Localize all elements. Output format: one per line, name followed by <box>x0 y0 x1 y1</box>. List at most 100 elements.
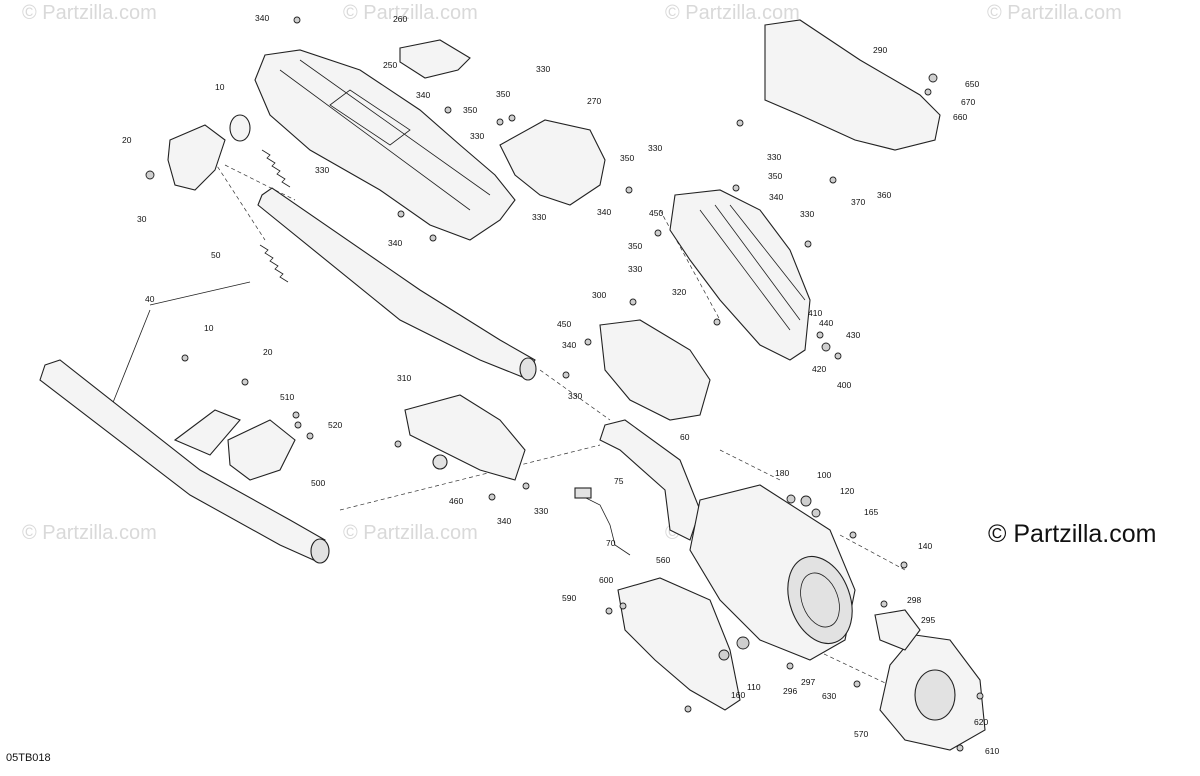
callout-label: 20 <box>122 135 132 145</box>
watermark-top-1: © Partzilla.com <box>22 2 157 24</box>
callout-label: 295 <box>921 615 935 625</box>
callout-label: 180 <box>775 468 789 478</box>
callout-label: 260 <box>393 14 407 24</box>
gasket-10 <box>229 114 251 142</box>
callout-label: 110 <box>747 682 761 692</box>
diagram-code: 05TB018 <box>6 752 51 764</box>
callout-label: 450 <box>649 208 663 218</box>
callout-label: 610 <box>985 746 999 756</box>
callout-label: 50 <box>211 250 221 260</box>
callout-label: 340 <box>255 13 269 23</box>
callout-label: 410 <box>808 308 822 318</box>
cover-560 <box>617 577 741 711</box>
partzilla-watermark: © Partzilla.com <box>988 520 1157 548</box>
callout-label: 290 <box>873 45 887 55</box>
callout-label: 330 <box>648 143 662 153</box>
callout-label: 450 <box>557 319 571 329</box>
watermark-top-2: © Partzilla.com <box>343 2 478 24</box>
callout-label: 296 <box>783 686 797 696</box>
callout-label: 330 <box>315 165 329 175</box>
callout-label: 350 <box>768 171 782 181</box>
callout-label: 570 <box>854 729 868 739</box>
callout-label: 360 <box>877 190 891 200</box>
callout-label: 40 <box>145 294 155 304</box>
callout-label: 520 <box>328 420 342 430</box>
callout-label: 350 <box>463 105 477 115</box>
callout-label: 560 <box>656 555 670 565</box>
callout-label: 165 <box>864 507 878 517</box>
watermark-mid-2: © Partzilla.com <box>343 522 478 544</box>
exhaust-elbow-30 <box>167 124 226 191</box>
callout-label: 370 <box>851 197 865 207</box>
callout-label: 350 <box>496 89 510 99</box>
callout-label: 330 <box>532 212 546 222</box>
callout-label: 500 <box>311 478 325 488</box>
callout-label: 330 <box>800 209 814 219</box>
callout-label: 330 <box>767 152 781 162</box>
heat-shield-250 <box>254 49 516 241</box>
callout-label: 330 <box>536 64 550 74</box>
shield-290 <box>764 19 941 151</box>
callout-label: 320 <box>672 287 686 297</box>
callout-label: 600 <box>599 575 613 585</box>
callout-label: 270 <box>587 96 601 106</box>
callout-label: 70 <box>606 538 616 548</box>
callout-label: 350 <box>620 153 634 163</box>
callout-label: 330 <box>628 264 642 274</box>
callout-label: 430 <box>846 330 860 340</box>
grommet-460 <box>432 454 448 470</box>
callout-label: 10 <box>204 323 214 333</box>
callout-label: 300 <box>592 290 606 300</box>
callout-label: 310 <box>397 373 411 383</box>
callout-label: 60 <box>680 432 690 442</box>
callout-label: 590 <box>562 593 576 603</box>
callout-label: 298 <box>907 595 921 605</box>
callout-label: 620 <box>974 717 988 727</box>
callout-label: 75 <box>614 476 624 486</box>
bracket-295 <box>874 609 921 651</box>
callout-label: 440 <box>819 318 833 328</box>
callout-label: 510 <box>280 392 294 402</box>
fasteners <box>181 16 984 752</box>
callout-label: 340 <box>416 90 430 100</box>
callout-label: 340 <box>388 238 402 248</box>
callout-label: 420 <box>812 364 826 374</box>
callout-label: 20 <box>263 347 273 357</box>
callout-label: 460 <box>449 496 463 506</box>
callout-label: 660 <box>953 112 967 122</box>
spring-50b <box>259 244 289 283</box>
callout-label: 350 <box>628 241 642 251</box>
bracket-310 <box>404 394 526 481</box>
callout-label: 400 <box>837 380 851 390</box>
callout-label: 670 <box>961 97 975 107</box>
callout-label: 140 <box>918 541 932 551</box>
callout-label: 340 <box>597 207 611 217</box>
watermark-top-4: © Partzilla.com <box>987 2 1122 24</box>
callout-label: 120 <box>840 486 854 496</box>
callout-label: 630 <box>822 691 836 701</box>
callout-label: 340 <box>562 340 576 350</box>
shield-320 <box>669 189 811 361</box>
pipe-60 <box>599 419 701 541</box>
assembly-lines <box>109 154 906 691</box>
o2-sensor-70 <box>579 494 631 556</box>
watermark-top-3: © Partzilla.com <box>665 2 800 24</box>
callout-label: 297 <box>801 677 815 687</box>
callout-label: 10 <box>215 82 225 92</box>
callout-label: 330 <box>568 391 582 401</box>
callout-label: 340 <box>497 516 511 526</box>
spring-50a <box>261 149 291 188</box>
callout-labels: 340 260 250 10 20 30 50 40 330 340 350 3… <box>122 13 999 756</box>
callout-label: 330 <box>534 506 548 516</box>
callout-label: 250 <box>383 60 397 70</box>
shield-300 <box>599 319 711 421</box>
callout-label: 100 <box>817 470 831 480</box>
callout-label: 340 <box>769 192 783 202</box>
callout-label: 30 <box>137 214 147 224</box>
callout-label: 330 <box>470 131 484 141</box>
watermark-mid-1: © Partzilla.com <box>22 522 157 544</box>
bracket-270 <box>499 119 606 206</box>
bracket-500 <box>227 419 296 481</box>
callout-label: 650 <box>965 79 979 89</box>
